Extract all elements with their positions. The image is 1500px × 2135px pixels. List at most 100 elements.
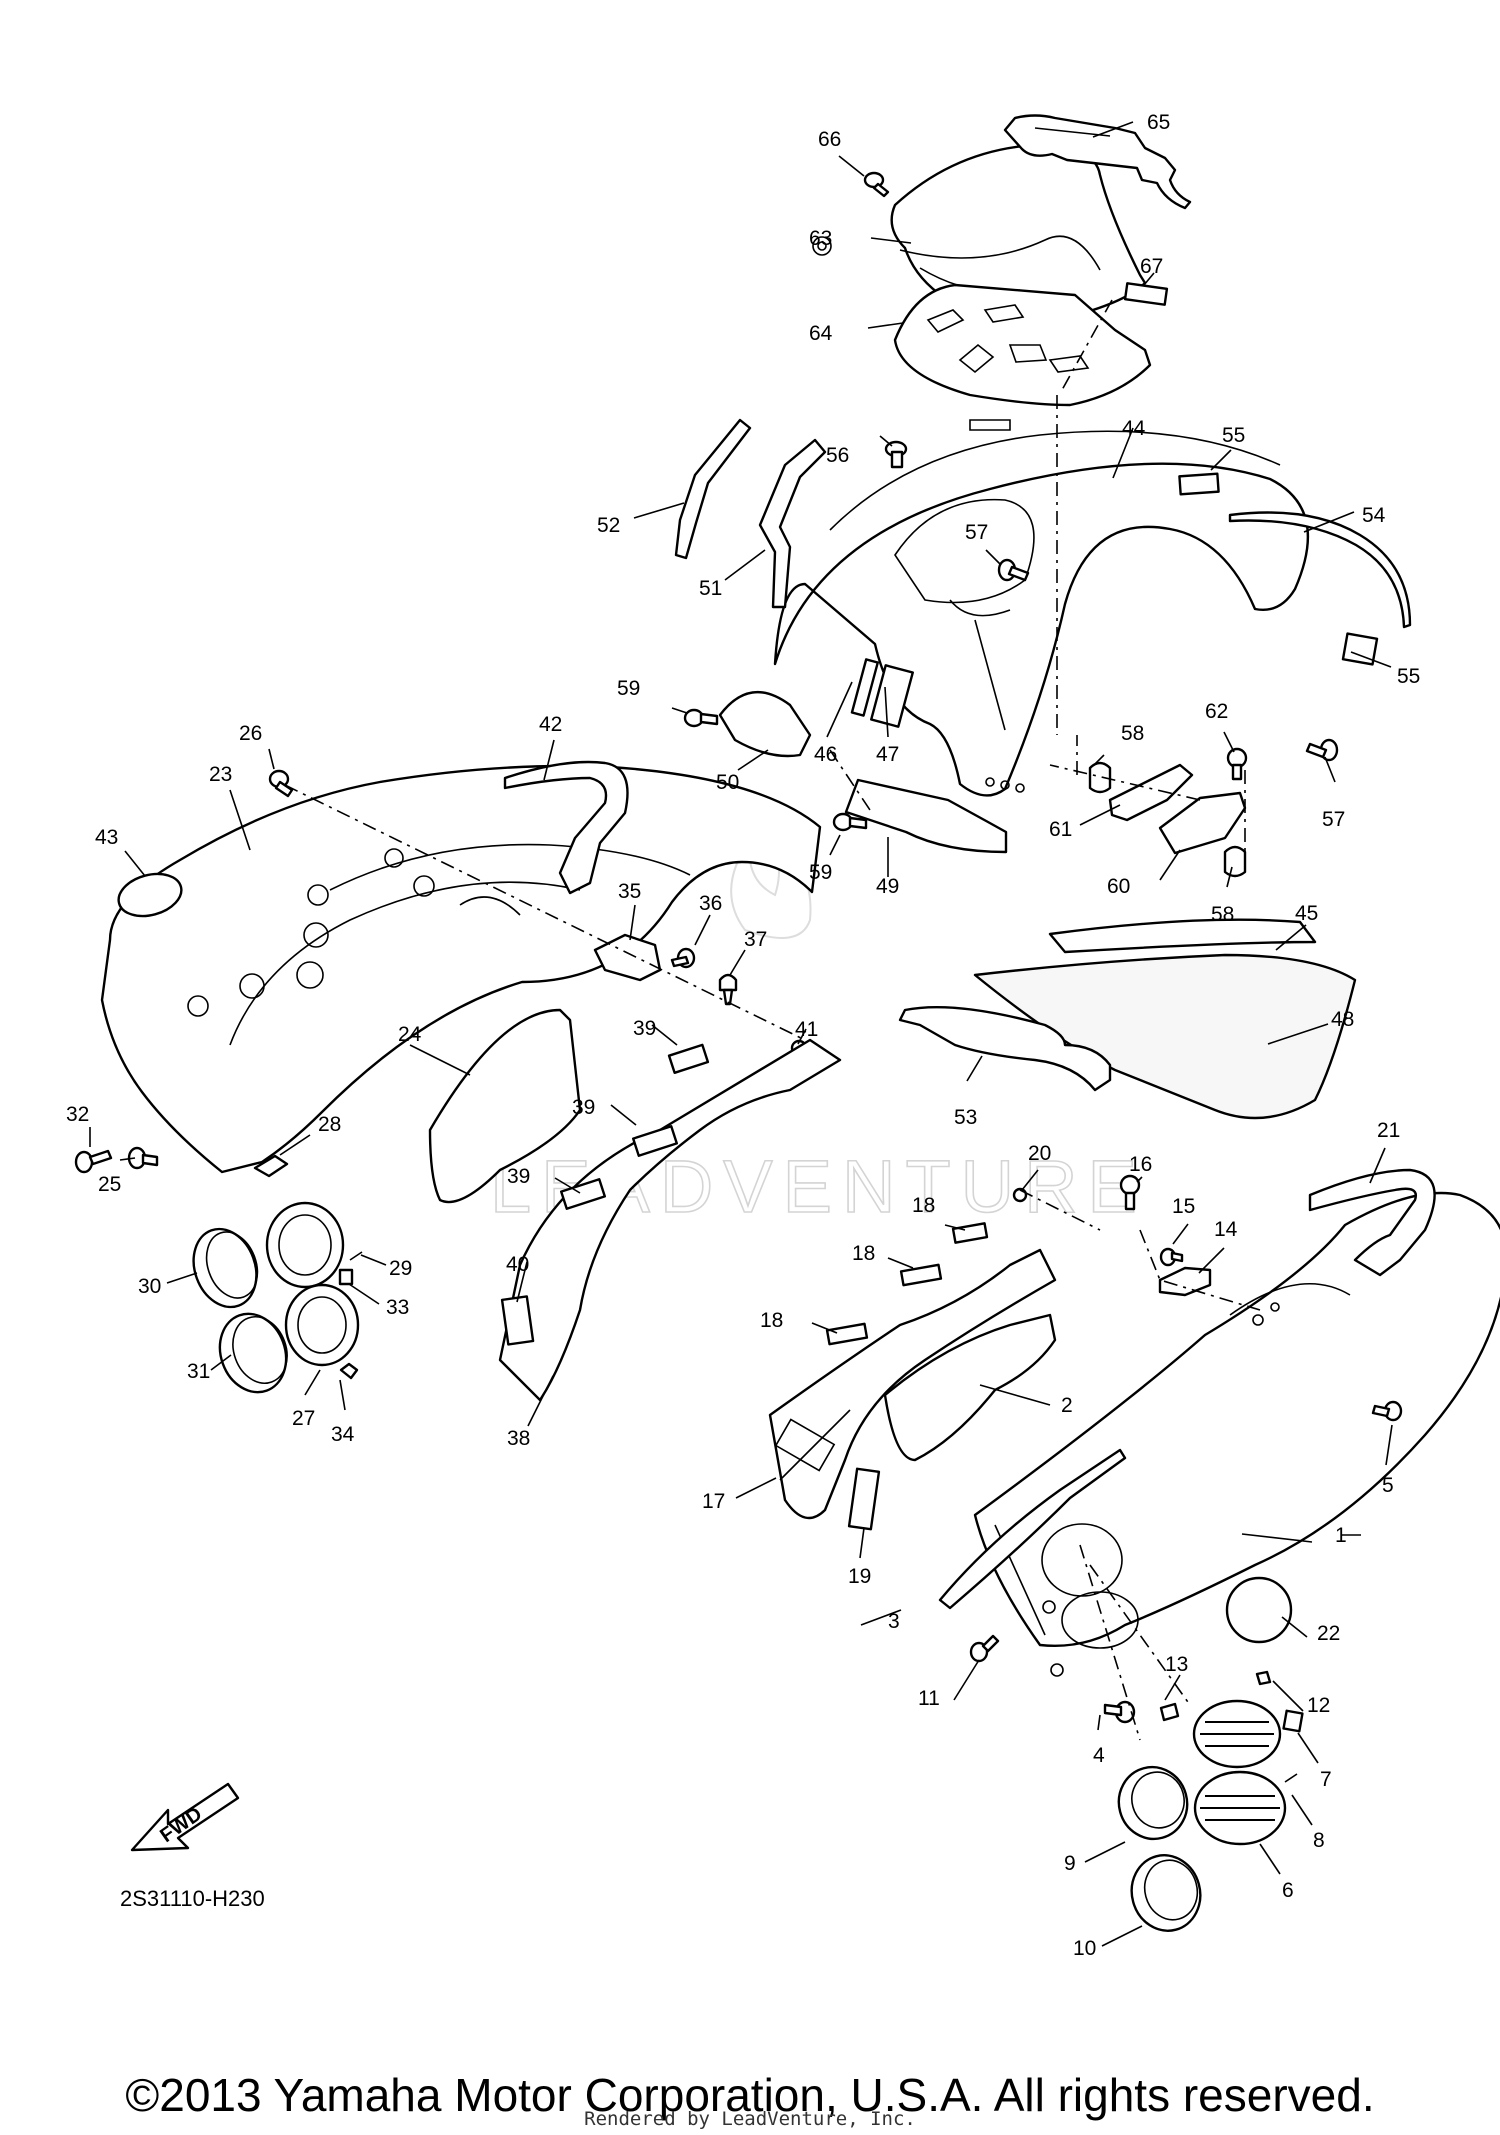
copyright-notice: ©2013 Yamaha Motor Corporation, U.S.A. A… <box>125 2069 1375 2121</box>
decal-55b[interactable] <box>1341 632 1379 666</box>
callout-9: 9 <box>1064 1852 1076 1875</box>
callout-55a: 55 <box>1222 424 1245 447</box>
callout-57a: 57 <box>965 521 988 544</box>
collar-58a[interactable] <box>1088 761 1112 794</box>
emblem-22[interactable] <box>1225 1576 1293 1644</box>
callout-36: 36 <box>699 892 722 915</box>
collar-58b[interactable] <box>1223 845 1247 878</box>
trim-52[interactable] <box>674 418 752 560</box>
screw-57b[interactable] <box>1305 738 1339 762</box>
decal-47[interactable] <box>870 664 914 728</box>
pad-18c[interactable] <box>825 1322 869 1346</box>
pin-29[interactable] <box>349 1251 363 1261</box>
callout-2: 2 <box>1061 1394 1073 1417</box>
pad-39b[interactable] <box>631 1125 679 1157</box>
lens-9[interactable] <box>1111 1759 1195 1846</box>
pad-18a[interactable] <box>951 1222 989 1244</box>
cowl-23[interactable] <box>100 764 822 1174</box>
support-49[interactable] <box>844 778 1008 854</box>
callout-4: 4 <box>1093 1744 1105 1767</box>
pad-18b[interactable] <box>899 1263 943 1287</box>
lamp-housing-27[interactable] <box>265 1201 360 1367</box>
trim-51[interactable] <box>758 438 827 609</box>
callout-57b: 57 <box>1322 808 1345 831</box>
bracket-14[interactable] <box>1158 1266 1212 1297</box>
lens-30[interactable] <box>183 1220 267 1316</box>
callout-65: 65 <box>1147 111 1170 134</box>
callout-59b: 59 <box>809 861 832 884</box>
mud-guard-53[interactable] <box>898 1005 1112 1092</box>
callout-39b: 39 <box>572 1096 595 1119</box>
bracket-35[interactable] <box>593 933 662 982</box>
screw-66[interactable] <box>863 171 890 198</box>
callout-40: 40 <box>506 1253 529 1276</box>
callout-3: 3 <box>888 1610 900 1633</box>
cowl-1[interactable] <box>973 1191 1500 1677</box>
pad-39c[interactable] <box>559 1178 607 1210</box>
bracket-60[interactable] <box>1158 791 1247 855</box>
pin-8[interactable] <box>1284 1773 1298 1783</box>
callout-47: 47 <box>876 743 899 766</box>
callout-48: 48 <box>1331 1008 1354 1031</box>
clip-28[interactable] <box>253 1154 289 1178</box>
bolt-16[interactable] <box>1119 1174 1141 1211</box>
clip-7[interactable] <box>1282 1709 1304 1733</box>
callout-53: 53 <box>954 1106 977 1129</box>
flap-48[interactable] <box>973 953 1357 1120</box>
pad-39a[interactable] <box>667 1043 710 1075</box>
strap-21[interactable] <box>1308 1168 1436 1277</box>
decal-55a[interactable] <box>1178 472 1220 496</box>
callout-22: 22 <box>1317 1622 1340 1645</box>
lamp-housing-6[interactable] <box>1192 1699 1287 1846</box>
cover-45[interactable] <box>1048 918 1317 954</box>
callout-63: 63 <box>809 227 832 250</box>
lens-31[interactable] <box>209 1304 297 1401</box>
callout-14: 14 <box>1214 1218 1238 1241</box>
callout-16: 16 <box>1129 1153 1152 1176</box>
callout-32: 32 <box>66 1103 89 1126</box>
nut-15[interactable] <box>1159 1247 1184 1267</box>
screw-4[interactable] <box>1103 1700 1136 1724</box>
screw-56[interactable] <box>884 440 908 469</box>
trim-3[interactable] <box>938 1448 1127 1610</box>
screw-11[interactable] <box>969 1634 1000 1663</box>
screw-36[interactable] <box>670 947 696 969</box>
pin-13[interactable] <box>1159 1702 1180 1722</box>
screw-62[interactable] <box>1226 747 1248 781</box>
bolt-25[interactable] <box>127 1146 159 1170</box>
callouts: 1 2 3 4 5 6 7 8 9 10 11 12 13 14 15 16 1… <box>66 111 1420 1960</box>
inner-panel-17[interactable] <box>768 1248 1057 1520</box>
panel-64[interactable] <box>893 283 1152 431</box>
bolt-32[interactable] <box>74 1149 113 1174</box>
callout-67: 67 <box>1140 255 1163 278</box>
callout-24: 24 <box>398 1023 422 1046</box>
callout-39c: 39 <box>507 1165 530 1188</box>
decal-19[interactable] <box>847 1467 881 1531</box>
fastener-37[interactable] <box>718 973 738 1006</box>
screw-59a[interactable] <box>683 708 719 728</box>
callout-61: 61 <box>1049 818 1072 841</box>
clip-12[interactable] <box>1255 1670 1272 1686</box>
callout-64: 64 <box>809 322 833 345</box>
bolt-5[interactable] <box>1371 1400 1403 1422</box>
side-cover-2[interactable] <box>883 1313 1057 1462</box>
decal-67[interactable] <box>1123 282 1169 306</box>
callout-50: 50 <box>716 771 739 794</box>
callout-27: 27 <box>292 1407 315 1430</box>
decal-46[interactable] <box>850 658 879 717</box>
callout-28: 28 <box>318 1113 341 1136</box>
side-cover-24[interactable] <box>428 1008 582 1204</box>
screw-57a[interactable] <box>997 558 1030 582</box>
bracket-50[interactable] <box>718 691 812 758</box>
bracket-61[interactable] <box>1108 763 1194 822</box>
lens-10[interactable] <box>1123 1847 1208 1938</box>
callout-51: 51 <box>699 577 722 600</box>
pin-34[interactable] <box>339 1362 359 1380</box>
screw-59b[interactable] <box>832 812 868 832</box>
strap-42[interactable] <box>503 760 629 895</box>
bolt-26[interactable] <box>268 769 294 798</box>
callout-45: 45 <box>1295 902 1318 925</box>
decal-40[interactable] <box>500 1295 535 1346</box>
vent-grille-17[interactable] <box>774 1418 836 1472</box>
clip-33[interactable] <box>338 1268 354 1286</box>
